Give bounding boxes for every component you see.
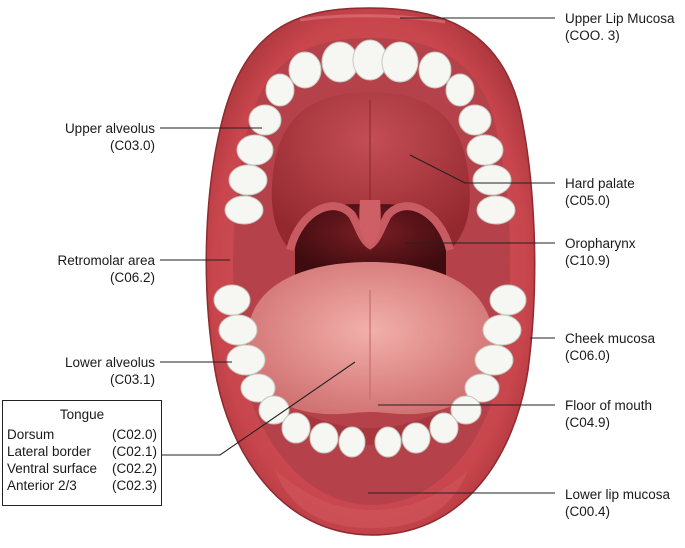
label-hard-palate: Hard palate (C05.0)	[565, 175, 635, 209]
label-code: (C04.9)	[565, 415, 611, 430]
label-code: (C06.0)	[565, 348, 611, 363]
tongue-row-name: Ventral surface	[7, 461, 98, 476]
label-name: Hard palate	[565, 176, 635, 191]
label-code: (COO. 3)	[565, 28, 620, 43]
label-name: Lower alveolus	[64, 355, 155, 370]
label-upper-alveolus: Upper alveolus (C03.0)	[65, 120, 155, 154]
label-name: Lower lip mucosa	[565, 487, 671, 502]
tongue-row-name: Anterior 2/3	[7, 478, 77, 493]
leader-tongue	[160, 361, 356, 456]
tongue-row: Lateral border (C02.1)	[3, 444, 161, 461]
lower-teeth	[213, 284, 527, 458]
label-name: Oropharynx	[565, 236, 636, 251]
label-code: (C05.0)	[565, 193, 611, 208]
leader-lines	[160, 17, 555, 494]
tongue-row-name: Dorsum	[7, 427, 55, 442]
label-lower-alveolus: Lower alveolus (C03.1)	[65, 354, 155, 388]
label-code: (C10.9)	[565, 253, 611, 268]
label-code: (C03.1)	[109, 372, 155, 387]
label-oropharynx: Oropharynx (C10.9)	[565, 235, 636, 269]
tongue-row: Dorsum (C02.0)	[3, 427, 161, 444]
label-name: Cheek mucosa	[565, 331, 656, 346]
label-code: (C03.0)	[109, 138, 155, 153]
label-name: Upper alveolus	[64, 121, 155, 136]
tongue-legend-box: Tongue Dorsum (C02.0) Lateral border (C0…	[2, 400, 162, 506]
upper-lip-highlight	[299, 14, 446, 24]
label-upper-lip-mucosa: Upper Lip Mucosa (COO. 3)	[565, 10, 675, 44]
label-cheek-mucosa: Cheek mucosa (C06.0)	[565, 330, 655, 364]
tongue-row-code: (C02.0)	[111, 427, 157, 442]
tongue-row: Anterior 2/3 (C02.3)	[3, 478, 161, 495]
label-code: (C06.2)	[109, 270, 155, 285]
tongue-row-code: (C02.3)	[111, 478, 157, 493]
label-lower-lip-mucosa: Lower lip mucosa (C00.4)	[565, 486, 670, 520]
tongue-row-code: (C02.1)	[111, 444, 157, 459]
label-floor-of-mouth: Floor of mouth (C04.9)	[565, 397, 652, 431]
tongue-row-name: Lateral border	[7, 444, 92, 459]
tongue-row: Ventral surface (C02.2)	[3, 461, 161, 478]
label-name: Upper Lip Mucosa	[565, 11, 675, 26]
leader-hard-palate	[409, 154, 555, 184]
tongue-row-code: (C02.2)	[111, 461, 157, 476]
tongue-title: Tongue	[59, 407, 105, 422]
label-retromolar-area: Retromolar area (C06.2)	[57, 252, 155, 286]
upper-teeth	[224, 39, 516, 225]
uvula	[359, 200, 381, 245]
lower-lip	[275, 470, 468, 528]
label-name: Floor of mouth	[565, 398, 653, 413]
label-name: Retromolar area	[57, 253, 155, 268]
label-code: (C00.4)	[565, 504, 611, 519]
